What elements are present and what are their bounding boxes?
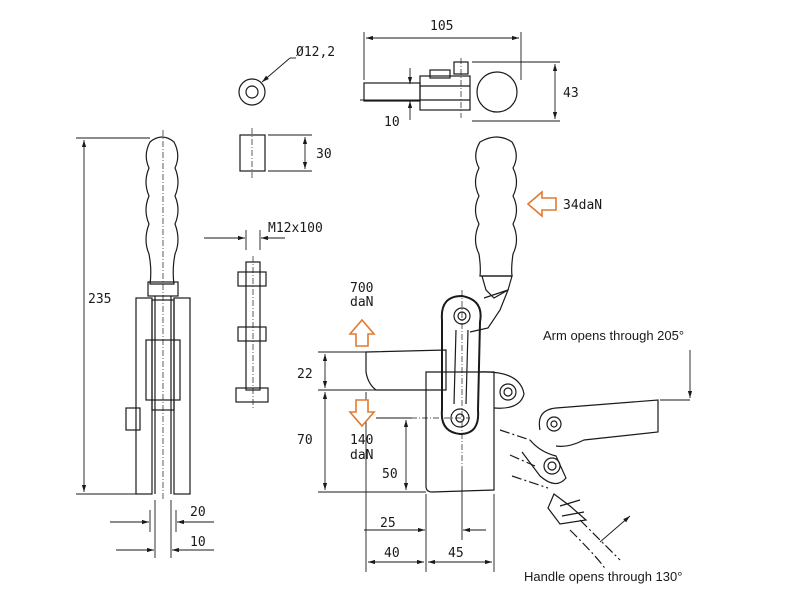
- dim-45: 45: [448, 546, 464, 561]
- washer-detail: [238, 57, 312, 178]
- clamping-force-unit: daN: [350, 448, 373, 463]
- arm-opening-note: Arm opens through 205°: [543, 328, 684, 343]
- dim-diameter: Ø12,2: [296, 45, 335, 60]
- dim-10-bottom: 10: [190, 535, 206, 550]
- dim-70: 70: [297, 433, 313, 448]
- handle-force-label: 34daN: [563, 198, 602, 213]
- dim-105: 105: [430, 19, 453, 34]
- front-view: [318, 136, 525, 572]
- side-view: [76, 130, 214, 558]
- dim-43: 43: [563, 86, 579, 101]
- dim-25: 25: [380, 516, 396, 531]
- spindle-bolt: [204, 230, 285, 408]
- dim-30: 30: [316, 147, 332, 162]
- holding-force-value: 700: [350, 281, 373, 296]
- holding-force-arrow: [348, 318, 376, 347]
- handle-force-arrow: [526, 190, 557, 218]
- dim-20: 20: [190, 505, 206, 520]
- handle-opening-note: Handle opens through 130°: [524, 569, 682, 584]
- clamping-force-value: 140: [350, 433, 373, 448]
- clamping-force-arrow: [348, 399, 376, 428]
- dim-40: 40: [384, 546, 400, 561]
- dim-10-top: 10: [384, 115, 400, 130]
- holding-force-unit: daN: [350, 295, 373, 310]
- open-position-view: [499, 350, 693, 571]
- dim-thread: M12x100: [268, 221, 323, 236]
- dim-50: 50: [382, 467, 398, 482]
- dim-235: 235: [88, 292, 111, 307]
- top-view: [360, 32, 560, 122]
- dim-22: 22: [297, 367, 313, 382]
